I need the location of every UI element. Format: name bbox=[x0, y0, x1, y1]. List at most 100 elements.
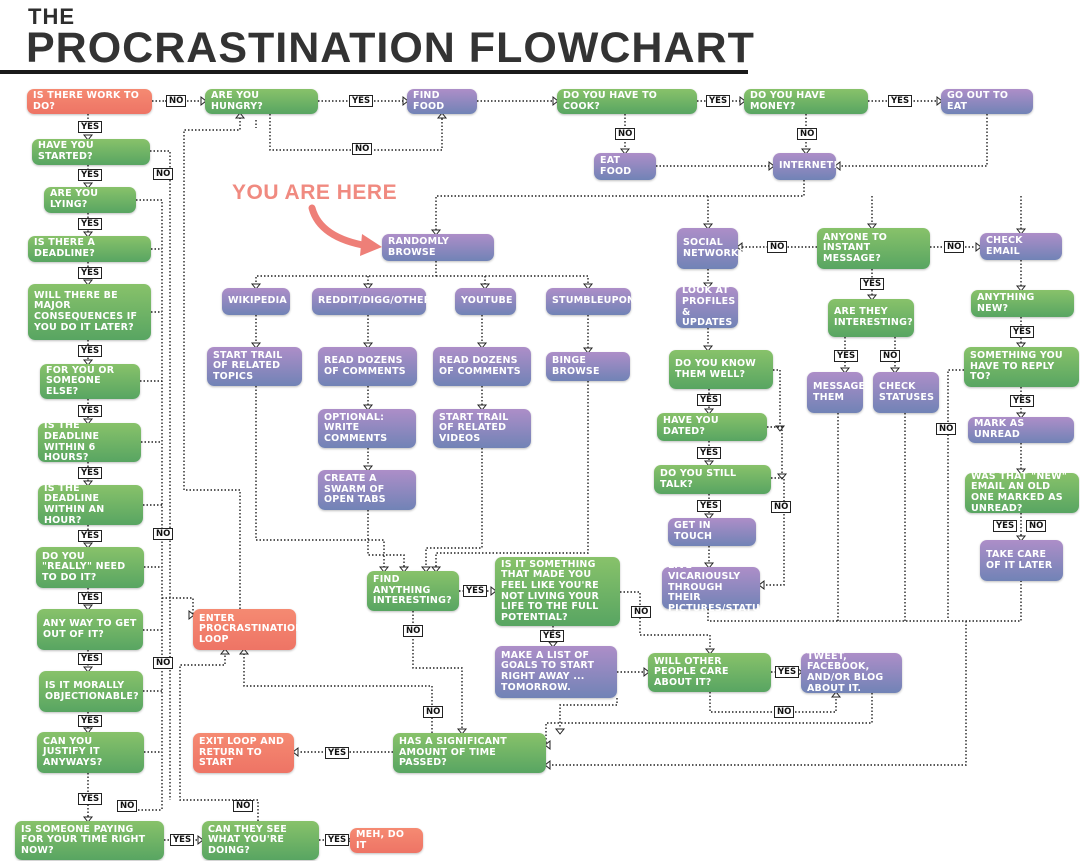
node-consequences: WILL THERE BE MAJOR CONSEQUENCES IF YOU … bbox=[28, 284, 151, 340]
edge-label-no: NO bbox=[944, 241, 965, 253]
edge-label-yes: YES bbox=[78, 345, 103, 357]
edge-label-yes: YES bbox=[463, 585, 488, 597]
edge-label-yes: YES bbox=[834, 350, 859, 362]
arrow-head bbox=[398, 566, 410, 573]
arrow-head bbox=[82, 182, 94, 189]
edge-label-yes: YES bbox=[888, 95, 913, 107]
node-hour: IS THE DEADLINE WITHIN AN HOUR? bbox=[38, 483, 143, 525]
arrow-head bbox=[1015, 468, 1027, 475]
edge-label-no: NO bbox=[423, 706, 444, 718]
connector-line bbox=[773, 369, 781, 430]
edge-label-yes: YES bbox=[860, 278, 885, 290]
edge-label-yes: YES bbox=[1010, 326, 1035, 338]
node-im: ANYONE TO INSTANT MESSAGE? bbox=[817, 228, 930, 269]
node-label: MAKE A LIST OF GOALS TO START RIGHT AWAY… bbox=[501, 649, 595, 693]
arrow-head bbox=[702, 223, 714, 230]
node-label: READ DOZENS OF COMMENTS bbox=[439, 354, 521, 377]
arrow-head bbox=[702, 345, 714, 352]
edge-label-yes: YES bbox=[697, 500, 722, 512]
edge-label-no: NO bbox=[352, 143, 373, 155]
node-label: IS SOMEONE PAYING FOR YOUR TIME RIGHT NO… bbox=[21, 823, 146, 856]
node-others: WILL OTHER PEOPLE CARE ABOUT IT? bbox=[648, 653, 771, 692]
node-label: TWEET, FACEBOOK, AND/OR BLOG ABOUT IT. bbox=[807, 650, 884, 694]
node-loop: ENTER PROCRASTINATION LOOP bbox=[193, 609, 303, 650]
node-label: OPTIONAL: WRITE COMMENTS bbox=[324, 411, 388, 444]
node-label: ARE YOU LYING? bbox=[50, 188, 99, 210]
arrow-head bbox=[479, 283, 491, 290]
node-label: WAS THAT "NEW" EMAIL AN OLD ONE MARKED A… bbox=[971, 470, 1068, 514]
edge-label-no: NO bbox=[936, 423, 957, 435]
arrow-head bbox=[866, 294, 878, 301]
node-social: SOCIAL NETWORKS bbox=[677, 228, 746, 269]
arrow-head bbox=[552, 95, 559, 107]
arrow-head bbox=[490, 585, 497, 597]
connector-line bbox=[269, 114, 443, 151]
node-label: BINGE BROWSE bbox=[552, 354, 600, 377]
node-readc1: READ DOZENS OF COMMENTS bbox=[318, 347, 417, 386]
node-label: ANYTHING NEW? bbox=[977, 291, 1035, 314]
arrow-head bbox=[82, 418, 94, 425]
node-email: CHECK EMAIL bbox=[980, 233, 1062, 260]
arrow-head bbox=[362, 465, 374, 472]
node-goout: GO OUT TO EAT bbox=[941, 89, 1033, 114]
arrow-head bbox=[703, 562, 715, 569]
node-label: DO YOU "REALLY" NEED TO DO IT? bbox=[42, 550, 126, 583]
node-label: EXIT LOOP AND RETURN TO START bbox=[199, 736, 285, 769]
arrow-head bbox=[476, 404, 488, 411]
node-later: TAKE CARE OF IT LATER bbox=[980, 540, 1063, 581]
arrow-head bbox=[544, 759, 551, 771]
node-youtube: YOUTUBE bbox=[455, 288, 516, 315]
node-moral: IS IT MORALLY OBJECTIONABLE? bbox=[39, 671, 143, 712]
node-internet: INTERNET! bbox=[773, 153, 838, 180]
arrow-head bbox=[1015, 412, 1027, 419]
node-anynew: ANYTHING NEW? bbox=[971, 290, 1074, 317]
you-are-here-label: YOU ARE HERE bbox=[232, 181, 398, 204]
arrow-head bbox=[362, 283, 374, 290]
node-reddit: REDDIT/DIGG/OTHER bbox=[312, 288, 431, 315]
edge-label-yes: YES bbox=[78, 169, 103, 181]
node-label: ANYONE TO INSTANT MESSAGE? bbox=[823, 231, 888, 264]
arrow-head bbox=[554, 728, 566, 735]
arrow-head bbox=[776, 473, 788, 480]
node-deadline: IS THERE A DEADLINE? bbox=[28, 236, 151, 262]
arrow-head bbox=[702, 282, 714, 289]
node-really: DO YOU "REALLY" NEED TO DO IT? bbox=[36, 547, 144, 588]
connector-line bbox=[243, 650, 433, 733]
connector-line bbox=[620, 591, 711, 653]
node-label: MARK AS UNREAD bbox=[974, 418, 1025, 440]
node-label: HAVE YOU STARTED? bbox=[38, 140, 94, 162]
arrow-head bbox=[250, 283, 262, 290]
arrow-head bbox=[378, 566, 390, 573]
node-findfood: FIND FOOD bbox=[407, 89, 477, 114]
node-label: EAT FOOD bbox=[600, 154, 632, 177]
connector-line bbox=[367, 510, 405, 571]
arrow-head bbox=[703, 460, 715, 467]
node-readc2: READ DOZENS OF COMMENTS bbox=[433, 347, 531, 386]
node-label: READ DOZENS OF COMMENTS bbox=[324, 354, 406, 377]
edge-label-yes: YES bbox=[78, 530, 103, 542]
node-label: GO OUT TO EAT bbox=[947, 89, 1009, 112]
node-label: SOMETHING YOU HAVE TO REPLY TO? bbox=[970, 350, 1063, 383]
node-statuses: CHECK STATUSES bbox=[873, 372, 939, 413]
edge-label-yes: YES bbox=[1010, 395, 1035, 407]
arrow-head bbox=[82, 542, 94, 549]
node-label: RANDOMLY BROWSE bbox=[388, 235, 450, 258]
edge-label-yes: YES bbox=[78, 218, 103, 230]
arrow-head bbox=[250, 342, 262, 349]
connector-line bbox=[767, 426, 783, 478]
arrow-head bbox=[82, 279, 94, 286]
title-underline bbox=[0, 70, 748, 74]
node-label: WILL THERE BE MAJOR CONSEQUENCES IF YOU … bbox=[34, 289, 138, 333]
node-label: MESSAGE THEM bbox=[813, 380, 866, 403]
node-label: CHECK EMAIL bbox=[986, 234, 1023, 257]
title-line-1: THE bbox=[28, 4, 75, 29]
node-label: FOR YOU OR SOMEONE ELSE? bbox=[46, 364, 115, 397]
connector-line bbox=[136, 199, 163, 810]
node-label: SOCIAL NETWORKS bbox=[683, 236, 746, 259]
connector-line bbox=[436, 275, 589, 288]
connector-line bbox=[255, 261, 437, 288]
arrow-head bbox=[292, 746, 299, 758]
edge-label-yes: YES bbox=[706, 95, 731, 107]
node-label: ANY WAY TO GET OUT OF IT? bbox=[43, 617, 137, 640]
edge-label-no: NO bbox=[153, 657, 174, 669]
